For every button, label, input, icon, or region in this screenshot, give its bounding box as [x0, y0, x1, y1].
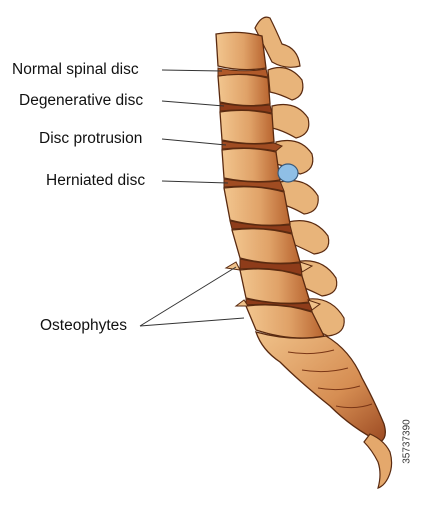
leader-osteophyte-2: [139, 317, 245, 327]
vertebra-6: [231, 228, 301, 264]
label-normal-spinal-disc: Normal spinal disc: [12, 61, 139, 78]
vertebra-2: [217, 73, 271, 107]
leader-degenerative: [161, 100, 225, 107]
osteophyte-spurs: [224, 261, 322, 311]
leader-normal: [161, 69, 223, 72]
vertebra-5: [223, 186, 291, 226]
leader-lines: [139, 69, 245, 327]
leader-herniated: [161, 180, 229, 184]
sacrum: [254, 331, 386, 443]
herniation-bulge: [277, 163, 299, 183]
label-herniated-disc: Herniated disc: [46, 172, 146, 189]
sacral-ridges: [287, 349, 373, 409]
coccyx: [363, 433, 393, 489]
label-degenerative-disc: Degenerative disc: [19, 92, 144, 109]
disc-degenerative: [219, 102, 273, 114]
disc-6: [239, 258, 303, 276]
intervertebral-discs: [217, 67, 313, 312]
vertebra-4: [221, 147, 281, 183]
vertebra-1: [215, 31, 267, 71]
disc-5: [229, 220, 293, 234]
watermark-id: 35737390: [401, 392, 413, 492]
label-disc-protrusion: Disc protrusion: [39, 130, 143, 147]
disc-herniated: [223, 178, 285, 192]
disc-normal: [217, 67, 269, 78]
leader-osteophyte-1: [139, 266, 237, 327]
disc-protrusion: [221, 140, 283, 152]
disc-7: [245, 298, 313, 312]
watermark-id-text: 35737390: [401, 419, 413, 464]
leader-protrusion: [161, 138, 227, 146]
label-osteophytes: Osteophytes: [40, 317, 128, 334]
vertebra-3: [219, 109, 275, 145]
